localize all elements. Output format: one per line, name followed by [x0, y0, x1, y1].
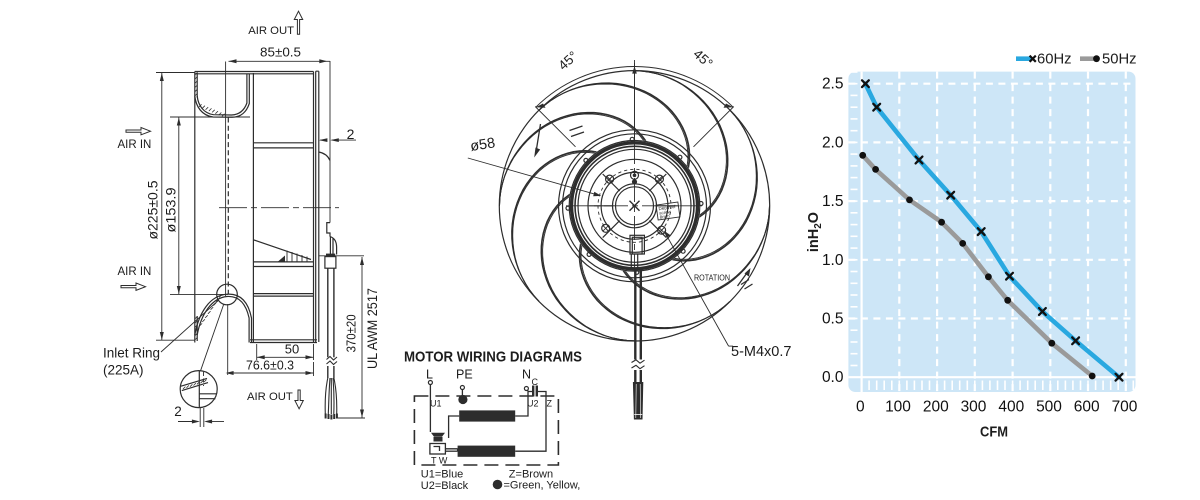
svg-text:8mm: 8mm: [659, 213, 670, 219]
svg-text:0: 0: [856, 399, 865, 416]
svg-text:AIR OUT: AIR OUT: [248, 25, 294, 37]
svg-text:inH2O: inH2O: [806, 212, 824, 252]
svg-text:200: 200: [923, 399, 949, 416]
svg-text:5-M4x0.7: 5-M4x0.7: [731, 344, 791, 360]
svg-text:60Hz: 60Hz: [1037, 52, 1072, 68]
svg-text:2: 2: [347, 126, 355, 142]
svg-text:0.0: 0.0: [822, 369, 844, 386]
svg-text:MOTOR WIRING DIAGRAMS: MOTOR WIRING DIAGRAMS: [404, 350, 582, 366]
svg-text:2.0: 2.0: [822, 134, 844, 151]
svg-text:ROTATION: ROTATION: [694, 273, 730, 283]
svg-text:AIR IN: AIR IN: [118, 139, 152, 151]
svg-text:50Hz: 50Hz: [1102, 52, 1137, 68]
svg-text:U2: U2: [527, 399, 539, 409]
svg-text:CFM: CFM: [980, 424, 1008, 441]
svg-text:(225A): (225A): [103, 363, 144, 378]
svg-text:2.5: 2.5: [822, 76, 844, 93]
svg-text:PE: PE: [456, 368, 473, 382]
svg-text:600: 600: [1074, 399, 1100, 416]
svg-text:300: 300: [961, 399, 987, 416]
svg-text:U1: U1: [430, 399, 442, 409]
svg-text:500: 500: [1036, 399, 1062, 416]
svg-text:100: 100: [885, 399, 911, 416]
svg-text:AIR IN: AIR IN: [118, 266, 152, 278]
svg-text:Z: Z: [547, 399, 553, 409]
svg-text:=Green, Yellow,: =Green, Yellow,: [504, 480, 581, 492]
svg-text:76.6±0.3: 76.6±0.3: [246, 358, 294, 373]
svg-text:screw: screw: [659, 209, 672, 216]
svg-text:AIR OUT: AIR OUT: [247, 391, 293, 403]
svg-text:U2=Black: U2=Black: [421, 480, 469, 492]
svg-text:ø153.9: ø153.9: [163, 188, 178, 233]
svg-text:Z=Brown: Z=Brown: [509, 469, 553, 481]
svg-text:0.5: 0.5: [822, 311, 844, 328]
svg-text:85±0.5: 85±0.5: [260, 45, 301, 60]
svg-text:50: 50: [285, 342, 299, 357]
svg-text:N: N: [522, 368, 531, 382]
svg-text:370±20: 370±20: [343, 314, 358, 352]
svg-text:ø225±0.5: ø225±0.5: [146, 181, 161, 240]
svg-text:ø58: ø58: [469, 135, 496, 155]
svg-text:T W: T W: [431, 456, 448, 466]
svg-text:400: 400: [998, 399, 1024, 416]
svg-text:1.0: 1.0: [822, 252, 844, 269]
svg-text:L: L: [426, 368, 433, 382]
svg-text:700: 700: [1112, 399, 1138, 416]
svg-text:C: C: [532, 377, 539, 387]
svg-text:U1=Blue: U1=Blue: [421, 469, 464, 481]
svg-text:Inlet Ring: Inlet Ring: [103, 346, 160, 361]
svg-text:1.5: 1.5: [822, 193, 844, 210]
svg-text:2: 2: [174, 404, 182, 419]
svg-text:UL AWM 2517: UL AWM 2517: [364, 288, 380, 369]
svg-text:Depth of: Depth of: [658, 204, 676, 211]
